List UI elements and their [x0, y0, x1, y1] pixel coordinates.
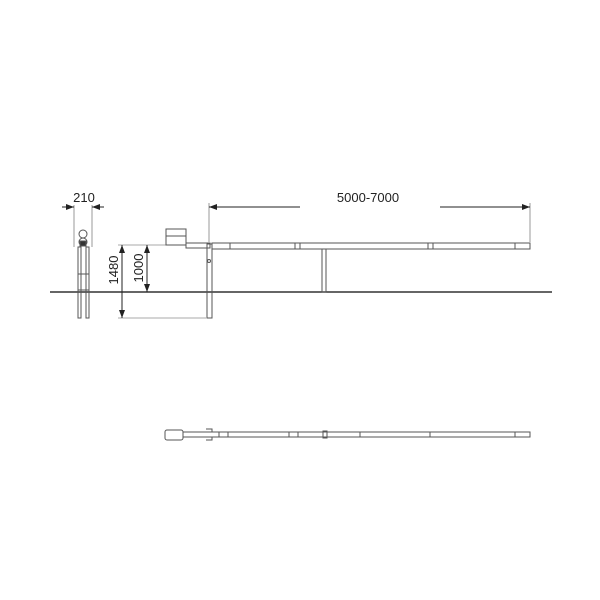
counterweight-box — [165, 228, 187, 246]
top-view — [164, 428, 531, 441]
dim-length: 5000-7000 — [337, 190, 399, 205]
main-post — [206, 243, 213, 319]
side-view — [62, 204, 104, 319]
dim-beam-height: 1000 — [131, 254, 146, 283]
support-post — [321, 248, 327, 293]
dim-width-side: 210 — [73, 190, 95, 205]
front-view — [118, 203, 531, 319]
dim-total-height: 1480 — [106, 256, 121, 285]
boom-beam — [211, 242, 531, 250]
